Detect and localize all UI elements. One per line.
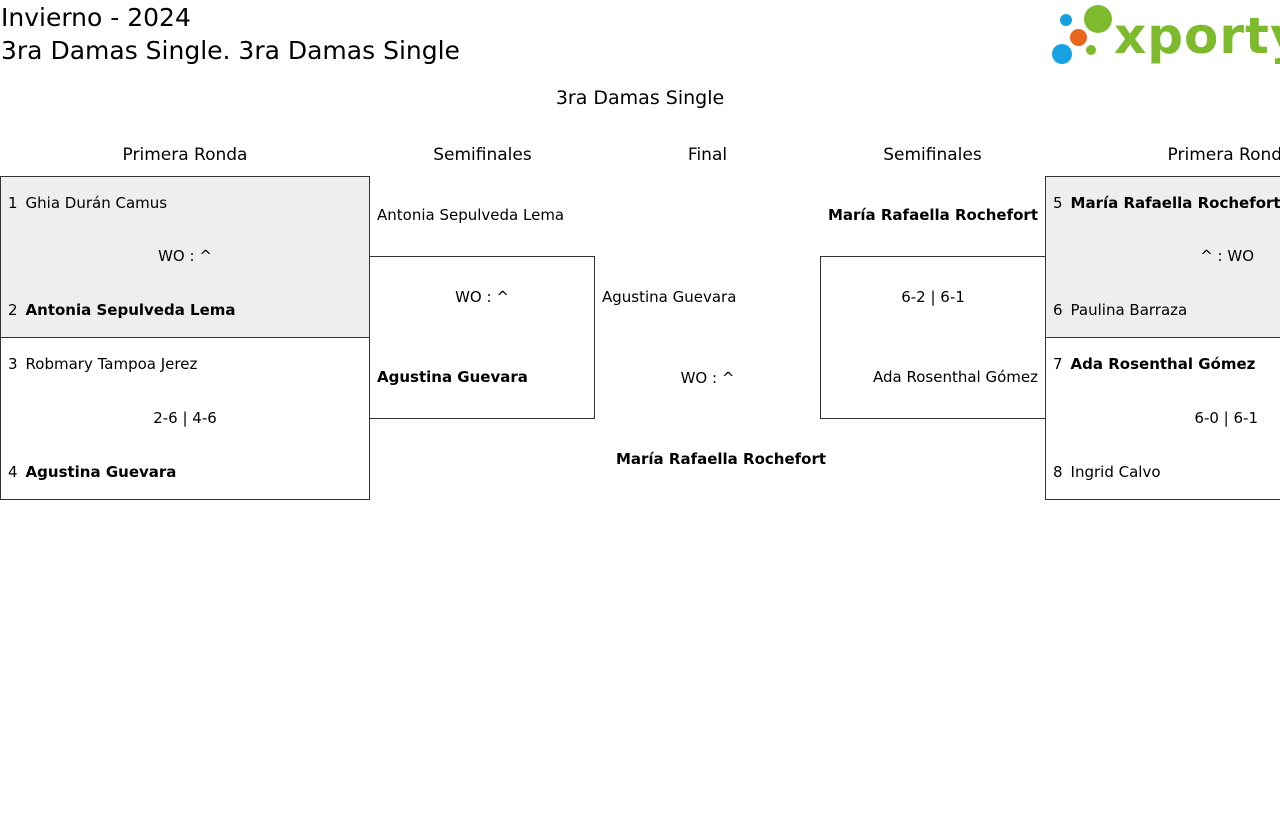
seed-number: 1 <box>8 194 18 212</box>
logo-dot-icon <box>1084 5 1112 33</box>
match-score: 2-6 | 4-6 <box>153 409 217 427</box>
match-score: WO : ^ <box>158 247 212 265</box>
match-score: WO : ^ <box>455 288 509 306</box>
player-entry-winner[interactable]: 5 María Rafaella Rochefort <box>1053 193 1280 213</box>
player-name-winner[interactable]: María Rafaella Rochefort <box>827 206 1038 224</box>
player-name: Robmary Tampoa Jerez <box>25 355 198 373</box>
round-header-right-semis: Semifinales <box>883 145 982 165</box>
player-name[interactable]: Antonia Sepulveda Lema <box>377 206 565 224</box>
seed-number: 8 <box>1053 463 1063 481</box>
match-score: WO : ^ <box>680 369 735 387</box>
round-header-left-semis: Semifinales <box>433 145 532 165</box>
bracket-title: 3ra Damas Single <box>555 87 725 109</box>
logo-dot-icon <box>1070 29 1087 46</box>
match-score: 6-2 | 6-1 <box>901 288 965 306</box>
player-name: Ada Rosenthal Gómez <box>1070 355 1256 373</box>
logo-dot-icon <box>1086 45 1096 55</box>
page-title: Invierno - 2024 <box>1 3 191 32</box>
match-right-r1-1 <box>1045 176 1280 338</box>
match-score: 6-0 | 6-1 <box>1194 409 1258 427</box>
player-name: María Rafaella Rochefort <box>1070 194 1280 212</box>
round-header-final: Final <box>687 145 728 165</box>
player-entry-winner[interactable]: 2 Antonia Sepulveda Lema <box>8 300 236 320</box>
player-name: Ingrid Calvo <box>1070 463 1161 481</box>
seed-number: 6 <box>1053 301 1063 319</box>
round-header-left-first: Primera Ronda <box>122 145 248 165</box>
player-name: Paulina Barraza <box>1070 301 1188 319</box>
player-name: Antonia Sepulveda Lema <box>25 301 236 319</box>
logo-text: xporty <box>1114 7 1280 65</box>
match-score: ^ : WO <box>1200 247 1254 265</box>
seed-number: 5 <box>1053 194 1063 212</box>
seed-number: 7 <box>1053 355 1063 373</box>
player-name-winner[interactable]: Agustina Guevara <box>377 368 528 386</box>
seed-number: 2 <box>8 301 18 319</box>
champion-name[interactable]: María Rafaella Rochefort <box>615 450 827 468</box>
page-subtitle: 3ra Damas Single. 3ra Damas Single <box>1 36 460 65</box>
seed-number: 4 <box>8 463 18 481</box>
match-left-semifinal <box>369 256 595 419</box>
player-entry[interactable]: 8 Ingrid Calvo <box>1053 462 1161 482</box>
player-entry[interactable]: 1 Ghia Durán Camus <box>8 193 167 213</box>
player-name[interactable]: Ada Rosenthal Gómez <box>873 368 1038 386</box>
logo-dot-icon <box>1060 14 1072 26</box>
player-entry[interactable]: 3 Robmary Tampoa Jerez <box>8 354 197 374</box>
player-entry-winner[interactable]: 7 Ada Rosenthal Gómez <box>1053 354 1255 374</box>
match-right-semifinal <box>820 256 1046 419</box>
player-name: Agustina Guevara <box>25 463 177 481</box>
round-header-right-first: Primera Ronda <box>1167 145 1280 165</box>
player-entry[interactable]: 6 Paulina Barraza <box>1053 300 1187 320</box>
match-right-r1-2 <box>1045 337 1280 500</box>
player-name[interactable]: Agustina Guevara <box>602 288 737 306</box>
player-name: Ghia Durán Camus <box>25 194 168 212</box>
logo-dot-icon <box>1052 44 1072 64</box>
xporty-logo: xporty <box>1050 2 1280 68</box>
match-left-r1-1 <box>0 176 370 338</box>
seed-number: 3 <box>8 355 18 373</box>
player-entry-winner[interactable]: 4 Agustina Guevara <box>8 462 176 482</box>
